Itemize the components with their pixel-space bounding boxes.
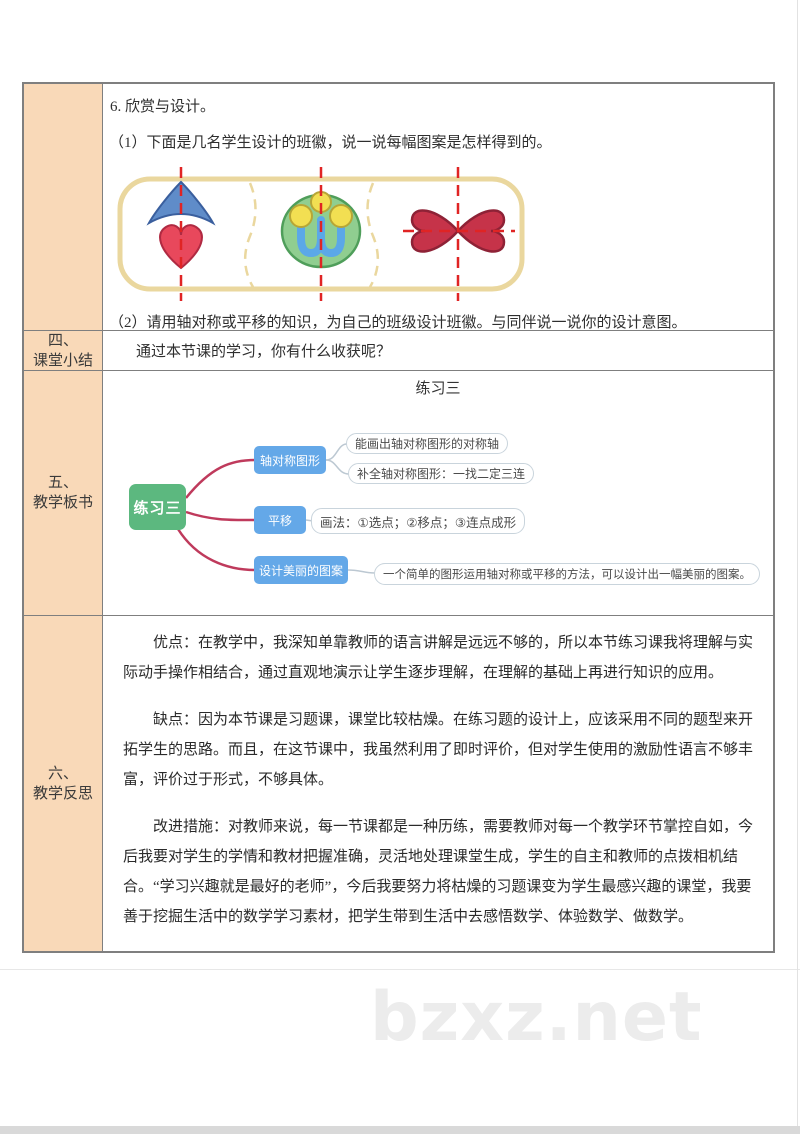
activity-title: 6. 欣赏与设计。 bbox=[110, 99, 216, 115]
board-mindmap: 练习三 练习三 bbox=[103, 371, 773, 615]
kite-shape bbox=[146, 180, 216, 226]
root-branch-connectors bbox=[176, 458, 256, 572]
mindmap-root-node: 练习三 bbox=[129, 484, 186, 530]
page-bottom-gap bbox=[0, 1126, 800, 1134]
bow-badge bbox=[403, 167, 515, 301]
mindmap-leaf: 画法：①选点；②移点；③连点成形 bbox=[311, 508, 526, 534]
reflection-cell: 优点：在教学中，我深知单靠教师的语言讲解是远远不够的，所以本节练习课我将理解与实… bbox=[103, 616, 773, 951]
class-badge-figure bbox=[117, 167, 525, 301]
mindmap-branch-axis-symmetry: 轴对称图形 bbox=[254, 446, 326, 474]
kite-heart-badge bbox=[146, 167, 216, 301]
mindmap-leaf: 补全轴对称图形：一找二定三连 bbox=[348, 463, 535, 484]
mindmap-branch-translation: 平移 bbox=[254, 506, 306, 534]
activity-question-1: （1）下面是几名学生设计的班徽，说一说每幅图案是怎样得到的。 bbox=[109, 135, 552, 151]
row-label-board: 五、 教学板书 bbox=[24, 371, 103, 615]
panel-divider-2 bbox=[366, 182, 379, 288]
row-label-line1: 四、 bbox=[47, 332, 78, 349]
yellow-dot-left bbox=[289, 204, 313, 228]
page-edge bbox=[797, 0, 798, 1134]
summary-cell: 通过本节课的学习，你有什么收获呢？ bbox=[103, 331, 773, 370]
mindmap-leaf: 一个简单的图形运用轴对称或平移的方法，可以设计出一幅美丽的图案。 bbox=[374, 563, 760, 585]
reflection-paragraph-advantages: 优点：在教学中，我深知单靠教师的语言讲解是远远不够的，所以本节练习课我将理解与实… bbox=[123, 635, 754, 681]
activity-question-2: （2）请用轴对称或平移的知识，为自己的班级设计班徽。与同伴说一说你的设计意图。 bbox=[109, 315, 687, 330]
mindmap-leaf: 能画出轴对称图形的对称轴 bbox=[346, 433, 509, 454]
table-row-board: 五、 教学板书 练习三 bbox=[24, 370, 773, 615]
board-title: 练习三 bbox=[415, 381, 461, 397]
panel-divider-1 bbox=[244, 182, 257, 288]
face-badge bbox=[280, 167, 362, 301]
reflection-paragraph-improvements: 改进措施：对教师来说，每一节课都是一种历练，需要教师对每一个教学环节掌控自如，今… bbox=[123, 819, 754, 925]
page-break-line bbox=[0, 969, 800, 970]
watermark-text: bzxz.net bbox=[370, 978, 703, 1057]
yellow-dot-right bbox=[329, 204, 353, 228]
row-label-line2: 教学板书 bbox=[32, 495, 93, 511]
row-label-reflection: 六、 教学反思 bbox=[24, 616, 103, 951]
row-label-line1: 五、 bbox=[47, 475, 78, 491]
table-row-reflection: 六、 教学反思 优点：在教学中，我深知单靠教师的语言讲解是远远不够的，所以本节练… bbox=[24, 615, 773, 951]
row-label-line1: 六、 bbox=[47, 765, 78, 782]
reflection-paragraph-shortcomings: 缺点：因为本节课是习题课，课堂比较枯燥。在练习题的设计上，应该采用不同的题型来开… bbox=[123, 712, 754, 788]
mindmap-branch-design: 设计美丽的图案 bbox=[254, 556, 348, 584]
board-cell: 练习三 练习三 bbox=[103, 371, 773, 615]
row-label-line2: 教学反思 bbox=[32, 785, 93, 802]
row-label-line2: 课堂小结 bbox=[32, 352, 93, 369]
row-label-summary: 四、 课堂小结 bbox=[24, 331, 103, 370]
row-label-empty bbox=[24, 84, 103, 330]
table-row-summary: 四、 课堂小结 通过本节课的学习，你有什么收获呢？ bbox=[24, 330, 773, 370]
summary-text: 通过本节课的学习，你有什么收获呢？ bbox=[136, 344, 392, 360]
activity-cell: 6. 欣赏与设计。 （1）下面是几名学生设计的班徽，说一说每幅图案是怎样得到的。 bbox=[103, 84, 773, 330]
lesson-plan-table: 6. 欣赏与设计。 （1）下面是几名学生设计的班徽，说一说每幅图案是怎样得到的。 bbox=[22, 82, 775, 953]
table-row-activity: 6. 欣赏与设计。 （1）下面是几名学生设计的班徽，说一说每幅图案是怎样得到的。 bbox=[24, 84, 773, 330]
